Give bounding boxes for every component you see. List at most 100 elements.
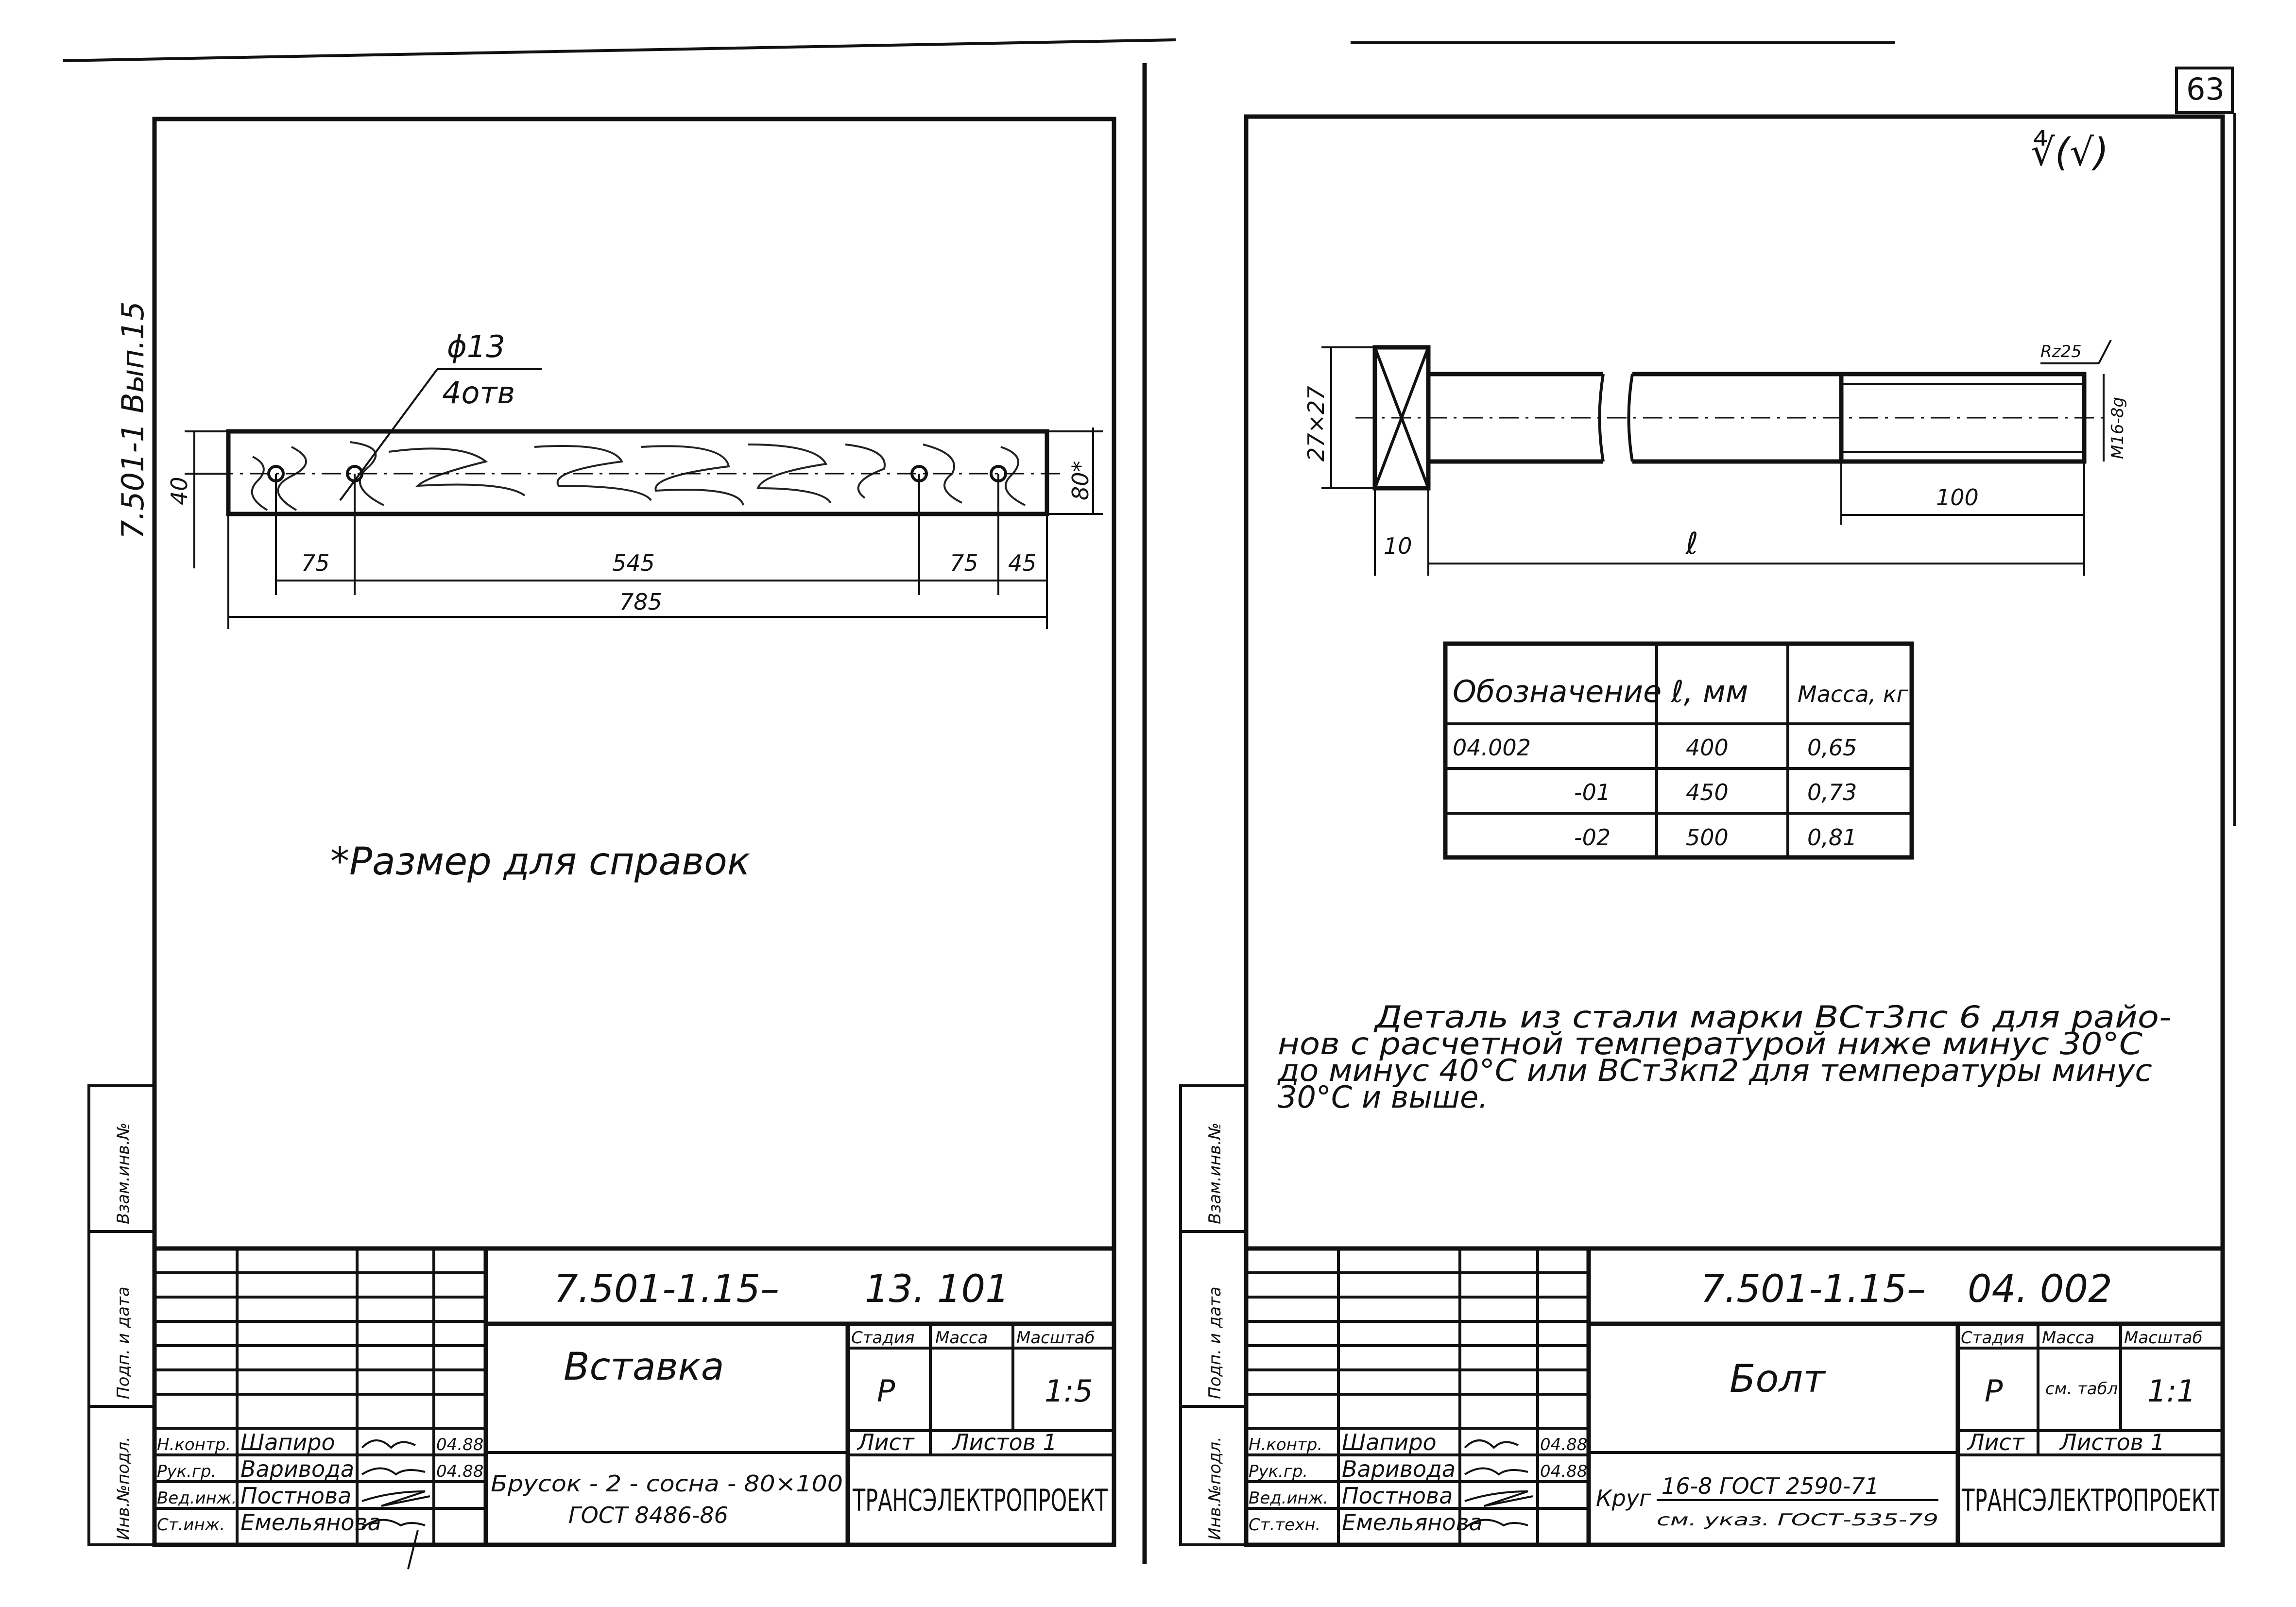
tb-name: Варивода <box>240 1456 354 1482</box>
material-note-line: Деталь из стали марки ВСт3пс 6 для райо- <box>1373 999 2172 1035</box>
signature-mark <box>1464 1467 1528 1476</box>
dim-thread: М16-8g <box>2108 397 2127 459</box>
signature-mark <box>361 1490 430 1507</box>
dim-height: 40 <box>166 477 192 505</box>
tb-role: Н.контр. <box>157 1435 231 1454</box>
tb-hdr-stage: Стадия <box>851 1328 914 1348</box>
tb-part-no: 13. 101 <box>865 1267 1010 1311</box>
tb-role: Вед.инж. <box>1249 1488 1328 1508</box>
right-side-stamp <box>1179 1084 1248 1546</box>
wood-grain <box>349 441 384 506</box>
page-number: 63 <box>2186 71 2225 107</box>
signature-mark <box>361 1467 426 1476</box>
left-sheet: 7.501-1 Вып.15 ϕ13 4отв <box>87 117 1116 1570</box>
tb-material-line2: ГОСТ 8486-86 <box>568 1502 728 1528</box>
tb-role: Рук.гр. <box>1249 1462 1308 1481</box>
tb-part-name: Болт <box>1730 1357 1826 1401</box>
signature-mark <box>1464 1519 1528 1529</box>
tb-role: Рук.гр. <box>157 1462 216 1481</box>
tb-role: Вед.инж. <box>157 1488 237 1508</box>
tb-sheet: Лист <box>1967 1429 2025 1455</box>
insert-bar <box>226 429 1049 516</box>
dim-head-size: 27×27 <box>1303 386 1329 462</box>
stamp-replace-inv: Взам.инв.№ <box>1205 1123 1225 1224</box>
surface-finish-mark: ∜(√) <box>2031 130 2108 174</box>
stamp-sign-date: Подп. и дата <box>1205 1286 1225 1399</box>
tb-name: Шапиро <box>1342 1429 1437 1455</box>
break-line <box>1627 374 1634 462</box>
tb-hdr-scale: Масштаб <box>1016 1328 1095 1348</box>
table-cell: 0,73 <box>1807 779 1857 805</box>
dim-roughness: Rz25 <box>2040 342 2082 361</box>
material-note-line: до минус 40°С или ВСт3кп2 для температур… <box>1277 1053 2152 1088</box>
material-note-line: нов с расчетной температурой ниже минус … <box>1278 1026 2143 1061</box>
tb-doc-code: 7.501-1.15– <box>554 1267 779 1311</box>
material-note-line: 30°С и выше. <box>1278 1079 1488 1115</box>
left-side-stamp <box>87 1084 156 1546</box>
reference-note: *Размер для справок <box>330 840 750 884</box>
wood-grain <box>641 445 744 506</box>
wood-grain <box>388 447 526 496</box>
dim-length: ℓ <box>1685 526 1698 561</box>
left-side-label: 7.501-1 Вып.15 <box>115 301 151 539</box>
tb-role: Ст.техн. <box>1249 1515 1320 1535</box>
dim-head-length: 10 <box>1384 533 1412 559</box>
table-header: Обозначение <box>1453 674 1662 709</box>
wood-grain <box>277 446 307 511</box>
tb-hdr-mass: Масса <box>2042 1328 2094 1348</box>
tb-hdr-scale: Масштаб <box>2124 1328 2203 1348</box>
tb-sheets: Листов 1 <box>2059 1429 2165 1455</box>
tb-name: Варивода <box>1342 1456 1456 1482</box>
tb-date: 04.88 <box>436 1435 483 1454</box>
tb-stage: Р <box>1985 1373 2003 1409</box>
hole-diameter-label: ϕ13 <box>447 329 505 364</box>
right-frame <box>1244 114 2225 1547</box>
dim-thread-length: 100 <box>1936 484 1979 511</box>
tb-organization: ТРАНСЭЛЕКТРОПРОЕКТ <box>852 1483 1108 1518</box>
wood-grain <box>845 444 886 499</box>
right-sheet: ∜(√) 27×27 М16-8g Rz25 <box>1179 113 2236 1547</box>
dim-75-left: 75 <box>301 550 330 576</box>
signature-mark <box>361 1519 426 1570</box>
tb-name: Шапиро <box>240 1429 335 1455</box>
tb-date: 04.88 <box>436 1462 483 1481</box>
stamp-inv-no: Инв.№подл. <box>114 1436 133 1540</box>
tb-stage: Р <box>877 1373 895 1409</box>
dim-width-ref: 80* <box>1067 461 1094 500</box>
tb-material-line1: 16-8 ГОСТ 2590-71 <box>1662 1473 1879 1499</box>
bolt-drawing <box>1355 345 2104 491</box>
dim-75-right: 75 <box>950 550 978 576</box>
right-title-block: 7.501-1.15– 04. 002 Болт Стадия Масса Ма… <box>1246 1246 2223 1545</box>
tb-name: Постнова <box>1342 1483 1453 1509</box>
top-scan-edge-left <box>63 38 1176 62</box>
wood-grain <box>534 445 652 501</box>
tb-hdr-stage: Стадия <box>1961 1328 2024 1348</box>
dim-785: 785 <box>619 589 662 615</box>
table-cell: 400 <box>1686 735 1729 761</box>
variants-table: Обозначение ℓ, мм Масса, кг 04.002 400 0… <box>1443 641 1914 860</box>
tb-part-no: 04. 002 <box>1968 1267 2112 1311</box>
tb-date: 04.88 <box>1540 1462 1587 1481</box>
left-title-block: 7.501-1.15– 13. 101 Вставка Стадия Масса… <box>154 1246 1114 1570</box>
left-frame <box>152 117 1116 1547</box>
tb-sheets: Листов 1 <box>951 1429 1057 1455</box>
table-header: ℓ, мм <box>1671 674 1748 709</box>
wood-grain <box>923 444 962 504</box>
tb-name: Емельянова <box>240 1509 381 1536</box>
hole-count-label: 4отв <box>442 375 515 410</box>
table-cell: 04.002 <box>1453 735 1531 761</box>
stamp-sign-date: Подп. и дата <box>114 1286 133 1399</box>
page-number-box <box>2175 67 2234 114</box>
tb-name: Емельянова <box>1342 1509 1483 1536</box>
tb-doc-code: 7.501-1.15– <box>1700 1267 1926 1311</box>
tb-material-prefix: Круг <box>1596 1485 1651 1511</box>
callout-leader <box>339 368 438 501</box>
tb-hdr-mass: Масса <box>935 1328 988 1348</box>
tb-role: Ст.инж. <box>157 1515 225 1535</box>
tb-name: Постнова <box>240 1483 351 1509</box>
tb-role: Н.контр. <box>1249 1435 1322 1454</box>
tb-date: 04.88 <box>1540 1435 1587 1454</box>
table-cell: 0,65 <box>1807 735 1857 761</box>
signature-mark <box>361 1439 416 1449</box>
table-cell: -02 <box>1574 824 1611 851</box>
